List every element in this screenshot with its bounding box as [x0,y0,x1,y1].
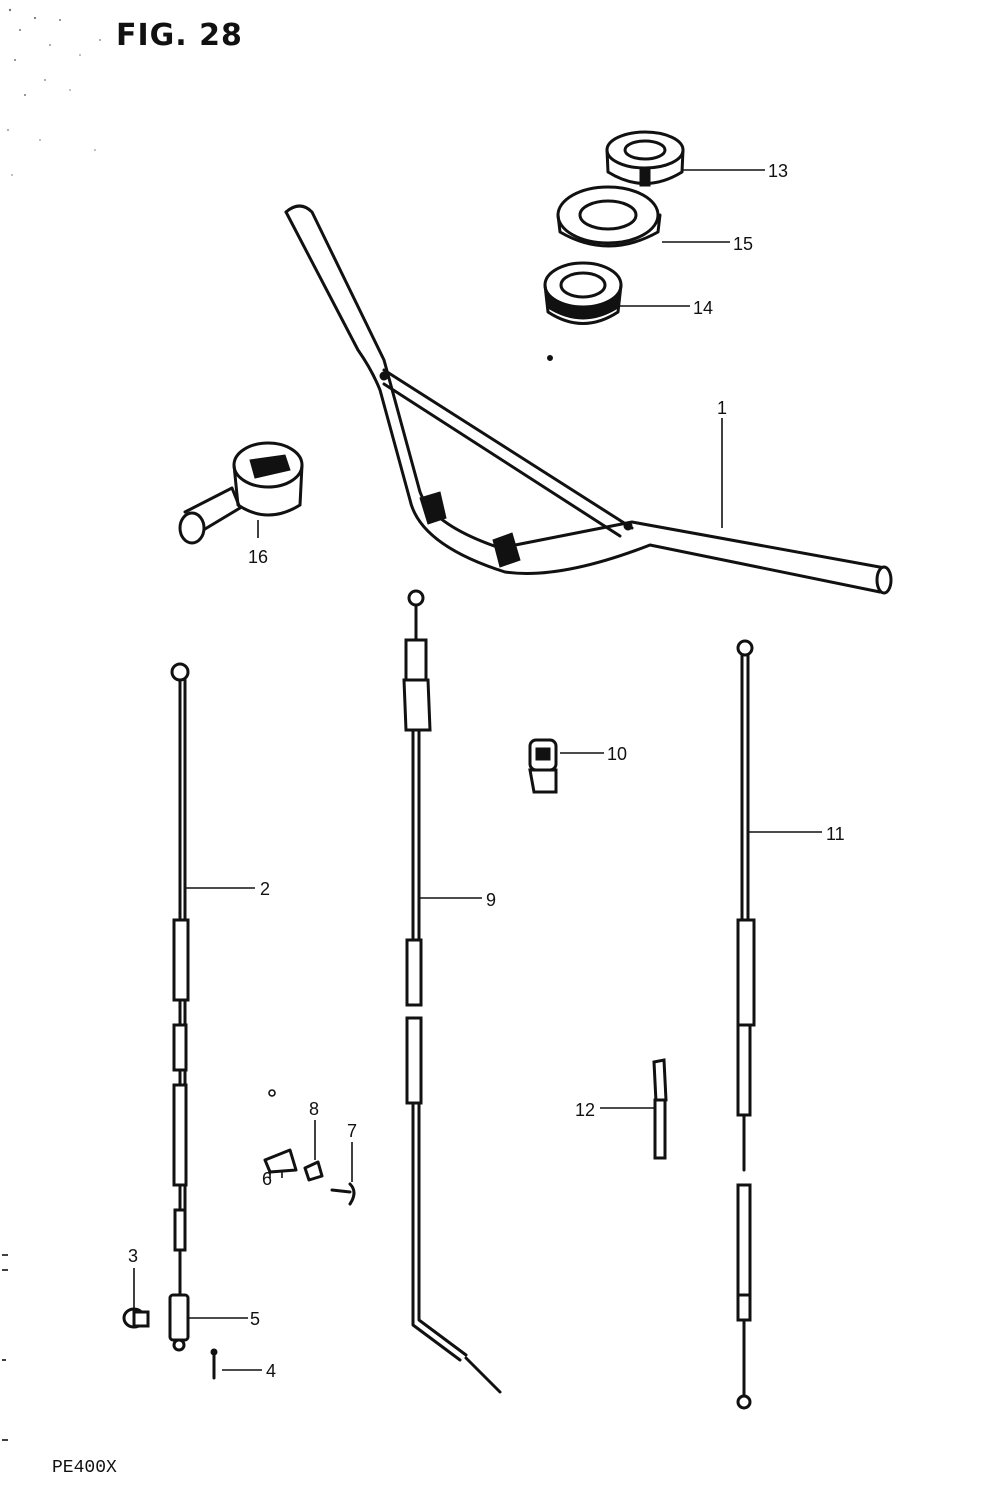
callout-2: 2 [260,879,270,899]
callout-12: 12 [575,1100,595,1120]
callout-3: 3 [128,1246,138,1266]
callout-9: 9 [486,890,496,910]
steering-bearing [543,261,623,325]
callout-10: 10 [607,744,627,764]
callout-6: 6 [262,1169,272,1189]
brake-cable [736,639,756,1410]
callout-7: 7 [347,1121,357,1141]
cable-bracket [263,1089,298,1178]
cable-clamp [528,738,558,794]
screw [330,1182,356,1206]
callout-1: 1 [717,398,727,418]
cable-joint [122,1307,150,1329]
nut [303,1160,324,1182]
callout-11: 11 [826,824,845,844]
scan-noise [7,8,101,176]
callout-4: 4 [266,1361,276,1381]
steering-nut [605,130,685,187]
callout-16: 16 [248,547,268,567]
steering-washer [556,185,662,248]
edge-marks [2,1254,8,1441]
leader-lines [133,169,822,1371]
handlebar [284,204,893,595]
figure-label: FIG. 28 [116,18,243,53]
callout-labels: 13 15 14 1 16 2 9 10 11 12 3 5 4 8 7 6 [128,161,845,1381]
model-code: PE400X [52,1458,117,1478]
cable-guide [652,1058,668,1160]
callout-8: 8 [309,1099,319,1119]
callout-13: 13 [768,161,788,181]
split-pin [210,1348,218,1380]
small-speck [547,355,553,361]
throttle-cable [168,662,190,1352]
throttle-housing [178,441,304,545]
callout-15: 15 [733,234,753,254]
clutch-cable [402,589,502,1394]
callout-5: 5 [250,1309,260,1329]
callout-14: 14 [693,298,713,318]
